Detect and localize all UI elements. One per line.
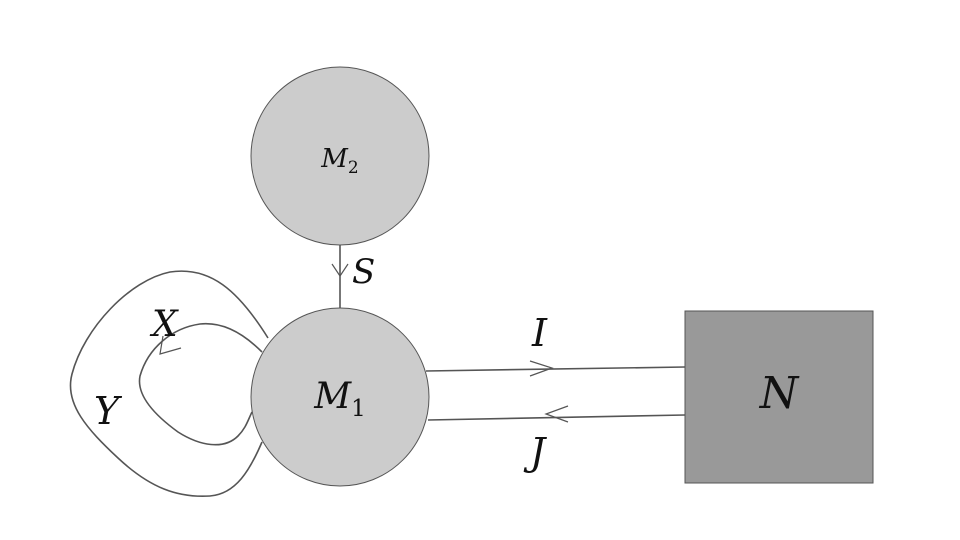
node-m1: M1 xyxy=(250,307,430,487)
node-m1-label: M1 xyxy=(313,376,366,422)
loop-y-label: Y xyxy=(94,389,123,433)
edge-i-label: I xyxy=(531,311,548,355)
node-m2: M2 xyxy=(250,66,430,246)
edge-j-label: J xyxy=(523,430,547,474)
edge-j-arrowhead xyxy=(544,405,569,423)
edge-s-label: S xyxy=(352,252,375,292)
edge-i xyxy=(425,360,686,377)
edge-i-arrowhead xyxy=(529,360,554,377)
loop-x xyxy=(138,322,263,446)
edge-s xyxy=(331,242,349,312)
node-m2-label: M2 xyxy=(320,144,358,178)
loop-y xyxy=(69,270,269,498)
node-n-label: N xyxy=(759,368,800,419)
edge-s-arrowhead xyxy=(331,263,349,278)
node-n: N xyxy=(684,310,874,484)
edge-j xyxy=(427,405,686,423)
loop-x-label: X xyxy=(149,304,179,345)
loop-x-arrowhead xyxy=(159,335,182,355)
